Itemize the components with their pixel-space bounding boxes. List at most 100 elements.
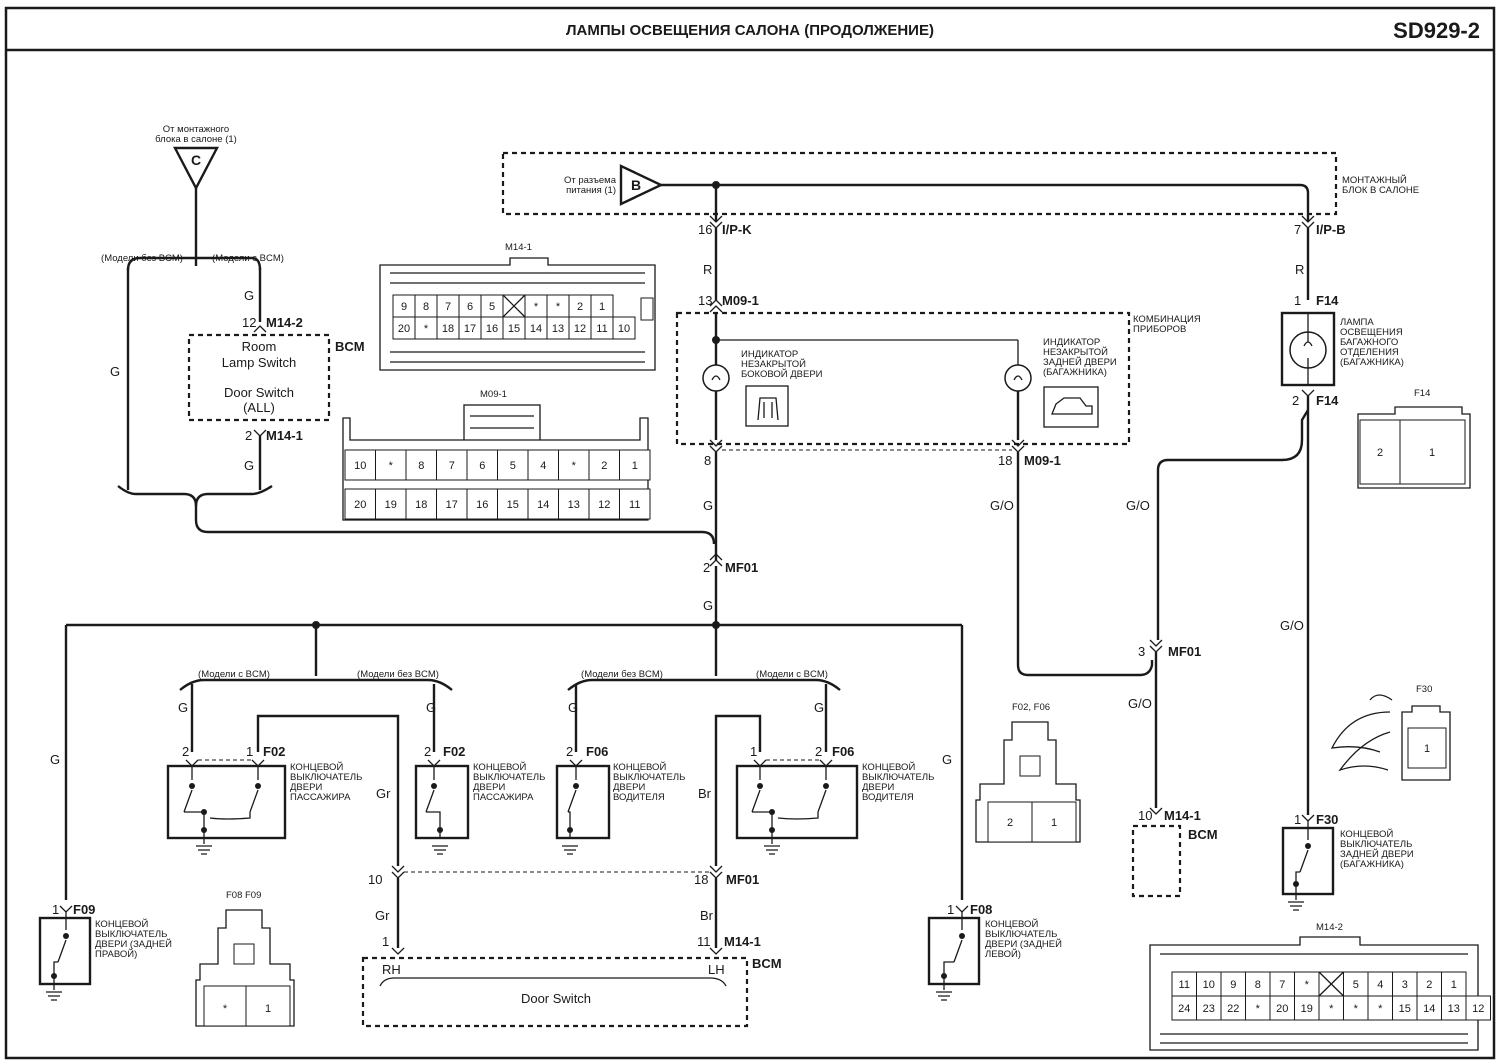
cv-m14-2-name: M14-2 bbox=[1316, 922, 1343, 933]
sw-f09-box bbox=[38, 916, 92, 986]
pin-18-m09-1: 18 bbox=[998, 453, 1012, 468]
source-c-label-2: блока в салоне (1) bbox=[155, 134, 237, 145]
cv-m14-2-bot-cell-label: 12 bbox=[1472, 1003, 1484, 1015]
cv-m14-1-name: M14-1 bbox=[505, 242, 532, 253]
pin-8-m09-1: 8 bbox=[704, 453, 711, 468]
cv-m14-1-top-cell-label: 6 bbox=[467, 301, 473, 313]
f02-bcm-label-4: ПАССАЖИРА bbox=[290, 792, 351, 803]
lamp-label-4: ОТДЕЛЕНИЯ bbox=[1340, 347, 1399, 358]
f08-label-1: КОНЦЕВОЙ bbox=[985, 918, 1038, 930]
bcm-label-2: BCM bbox=[1188, 827, 1218, 842]
wire-color-go-4: G/O bbox=[1128, 696, 1152, 711]
f08-label-4: ЛЕВОЙ) bbox=[985, 948, 1021, 960]
cv-m09-1-bot-cell-box bbox=[527, 488, 559, 520]
conn-ipk: I/P-K bbox=[722, 222, 752, 237]
cv-m14-1-bot-cell-label: 12 bbox=[574, 323, 586, 335]
cv-m14-2-bot-cell-label: * bbox=[1354, 1003, 1359, 1015]
cv-m09-1-bot-cell-label: 14 bbox=[537, 499, 549, 511]
page-title: ЛАМПЫ ОСВЕЩЕНИЯ САЛОНА (ПРОДОЛЖЕНИЕ) bbox=[566, 22, 934, 39]
f02-bcm-label-3: ДВЕРИ bbox=[290, 782, 322, 793]
cv-m14-1-top-cell-label: 9 bbox=[401, 301, 407, 313]
lh-label: LH bbox=[708, 962, 725, 977]
wire-color-g-11: G bbox=[814, 700, 824, 715]
ind-side-label-3: БОКОВОЙ ДВЕРИ bbox=[741, 368, 823, 380]
conn-mf01-a: MF01 bbox=[725, 560, 758, 575]
wire-color-g-9: G bbox=[426, 700, 436, 715]
wire-color-g-3: G bbox=[244, 458, 254, 473]
indicator-side-door-lamp bbox=[702, 364, 730, 392]
source-b-label-1: От разъема bbox=[564, 175, 617, 186]
branch-label-no-bcm-1: (Модели без BCM) bbox=[101, 253, 183, 264]
cv-m14-1-bot-cell-label: 17 bbox=[464, 323, 476, 335]
branch-label-no-bcm-3: (Модели без BCM) bbox=[581, 669, 663, 680]
pin-1-f02-a: 1 bbox=[246, 744, 253, 759]
lamp-label-2: ОСВЕЩЕНИЯ bbox=[1340, 327, 1403, 338]
cv-m09-1-latch bbox=[463, 404, 541, 442]
f02-label-3: ДВЕРИ bbox=[473, 782, 505, 793]
f02-label-2: ВЫКЛЮЧАТЕЛЬ bbox=[473, 772, 545, 783]
cv-m09-1-top-cell-box bbox=[619, 449, 651, 481]
f09-label-3: ДВЕРИ (ЗАДНЕЙ bbox=[95, 938, 172, 950]
junction-box-label-2: БЛОК В САЛОНЕ bbox=[1342, 185, 1419, 196]
wire-color-gr-2: Gr bbox=[375, 908, 390, 923]
conn-m14-1-a: M14-1 bbox=[266, 428, 303, 443]
conn-f30: F30 bbox=[1316, 812, 1338, 827]
cv-f14-name: F14 bbox=[1414, 388, 1430, 399]
bcm-box-2 bbox=[1131, 824, 1182, 898]
rh-label: RH bbox=[382, 962, 401, 977]
cv-m14-1-bot-cell-label: * bbox=[424, 323, 429, 335]
source-c-triangle bbox=[173, 146, 219, 191]
cv-f02-name: F02, F06 bbox=[1012, 702, 1050, 713]
f06-label-2: ВЫКЛЮЧАТЕЛЬ bbox=[613, 772, 685, 783]
indicator-rear-door-lamp bbox=[1004, 364, 1032, 392]
cv-m14-2-bot-cell-label: 23 bbox=[1203, 1003, 1215, 1015]
cv-f08-cell-1: 1 bbox=[265, 1003, 271, 1015]
cv-m09-1-top-cell-label: 1 bbox=[632, 460, 638, 472]
cv-m09-1-top-cell-label: * bbox=[389, 460, 394, 472]
wire-color-r-2: R bbox=[1295, 262, 1304, 277]
cv-m14-2-top-cell-label: 9 bbox=[1230, 979, 1236, 991]
cv-m09-1-bot-cell-label: 19 bbox=[385, 499, 397, 511]
cv-m14-1-bot-cell-label: 15 bbox=[508, 323, 520, 335]
cv-m09-1-bot-cell-label: 15 bbox=[507, 499, 519, 511]
wire-color-br-1: Br bbox=[698, 786, 712, 801]
room-lamp-text-1: Room bbox=[242, 339, 277, 354]
pin-1-f08: 1 bbox=[947, 902, 954, 917]
pin-2-f02-b: 2 bbox=[424, 744, 431, 759]
conn-mf01-c: MF01 bbox=[726, 872, 759, 887]
cv-m14-2-bot-cell-box bbox=[1465, 995, 1491, 1021]
cv-m09-1-bot-cell-box bbox=[466, 488, 498, 520]
cv-m14-2-bot-cell-label: * bbox=[1329, 1003, 1334, 1015]
cv-m09-1-top-cell-box bbox=[558, 449, 590, 481]
cv-m14-1-bot-cell-label: 18 bbox=[442, 323, 454, 335]
cv-m14-2-top-cell-label: 5 bbox=[1353, 979, 1359, 991]
pin-1-f30: 1 bbox=[1294, 812, 1301, 827]
cv-m14-2-top-cell-label: * bbox=[1305, 979, 1310, 991]
source-b-triangle bbox=[619, 164, 664, 206]
cv-m14-2-bot-cell-label: 20 bbox=[1276, 1003, 1288, 1015]
f30-label-3: ЗАДНЕЙ ДВЕРИ bbox=[1340, 848, 1414, 860]
f06-bcm-label-4: ВОДИТЕЛЯ bbox=[862, 792, 914, 803]
cv-m14-2-top-cell-label: 10 bbox=[1203, 979, 1215, 991]
wire-color-br-2: Br bbox=[700, 908, 714, 923]
cv-m14-1-bot-cell-label: 14 bbox=[530, 323, 542, 335]
f02-label-1: КОНЦЕВОЙ bbox=[473, 761, 526, 773]
pin-13-m09-1: 13 bbox=[698, 293, 712, 308]
cv-m09-1-bot-cell-label: 16 bbox=[476, 499, 488, 511]
cv-m14-2-bot-cell-label: * bbox=[1378, 1003, 1383, 1015]
source-b-letter: B bbox=[631, 177, 641, 193]
cv-m14-1-top-cell-label: 7 bbox=[445, 301, 451, 313]
wire-color-g-5: G bbox=[703, 598, 713, 613]
cv-m14-2-bot-cell-label: 24 bbox=[1178, 1003, 1190, 1015]
pin-18-mf01: 18 bbox=[694, 872, 708, 887]
f30-label-2: ВЫКЛЮЧАТЕЛЬ bbox=[1340, 839, 1412, 850]
trunk-open-icon bbox=[1043, 386, 1099, 428]
cv-m09-1-bot-cell-label: 12 bbox=[598, 499, 610, 511]
conn-m14-1-c: M14-1 bbox=[724, 934, 761, 949]
page-code: SD929-2 bbox=[1393, 18, 1480, 43]
cv-f08-cell-star: * bbox=[223, 1003, 228, 1015]
cv-m14-1-bot-cell-label: 20 bbox=[398, 323, 410, 335]
cv-m14-1-top-cell-label: 5 bbox=[489, 301, 495, 313]
